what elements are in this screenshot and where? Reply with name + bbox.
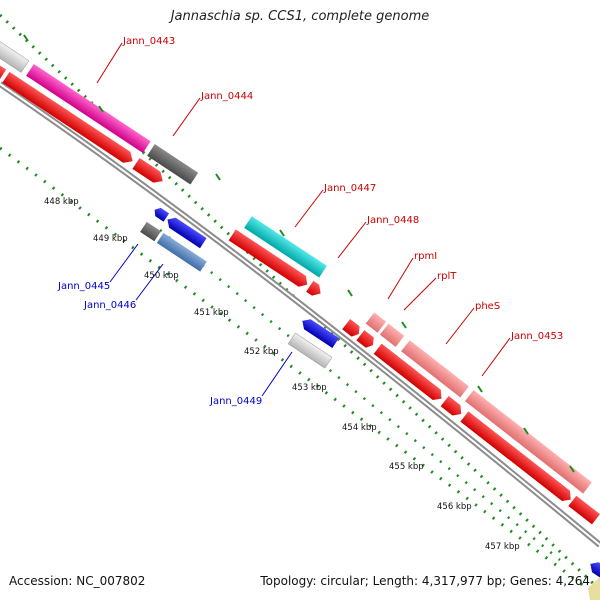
gene-label-jann-0443[interactable]: Jann_0443 [122,36,175,47]
cds-track-red-8[interactable] [440,395,466,419]
cds-track-red-6[interactable] [356,330,377,350]
cds-jann-0445[interactable] [140,221,161,242]
cds-track-red-10[interactable] [568,495,600,525]
outer-ticks [23,34,575,473]
cds-track-red-2[interactable] [2,71,136,167]
cds-forward-silver[interactable] [0,32,30,73]
cds-jann-0449[interactable] [287,332,333,369]
gene-label-jann-0444[interactable]: Jann_0444 [200,91,253,102]
cds-jann-0448[interactable] [228,229,311,291]
cds-track-red-3[interactable] [132,157,166,187]
cds-jann-0447[interactable] [244,216,327,278]
tick-label-455: 455 kbp [389,462,424,472]
gene-label-jann-0448[interactable]: Jann_0448 [366,215,419,226]
cds-blue-small[interactable] [152,206,170,222]
gc-content-track [159,229,561,561]
tick-labels: 448 kbp 449 kbp 450 kbp 451 kbp 452 kbp … [44,197,520,552]
cds-phes[interactable] [401,340,469,398]
cds-rpmi[interactable] [365,312,387,333]
genome-backbone [0,81,600,548]
gene-label-jann-0453[interactable]: Jann_0453 [510,331,563,342]
cds-jann-0443[interactable] [26,64,151,153]
tick-label-457: 457 kbp [485,542,520,552]
cds-blue-edge[interactable] [587,559,600,582]
cds-jann-0444[interactable] [147,144,199,185]
map-title: Jannaschia sp. CCS1, complete genome [170,9,430,24]
gene-label-jann-0445[interactable]: Jann_0445 [57,281,110,292]
gene-label-jann-0446[interactable]: Jann_0446 [83,300,136,311]
cds-track-red-7[interactable] [373,343,446,404]
genome-stats-text: Topology: circular; Length: 4,317,977 bp… [260,574,590,588]
gc-skew-track-inner [0,146,600,600]
gene-label-rpmi[interactable]: rpmI [414,251,437,262]
reverse-gene-labels: Jann_0445 Jann_0446 Jann_0449 [57,281,262,407]
cds-jann-0446-blue[interactable] [164,214,207,249]
gene-label-rplt[interactable]: rplT [437,271,457,282]
tick-label-451: 451 kbp [194,308,229,318]
accession-text: Accession: NC_007802 [9,574,146,588]
tick-label-456: 456 kbp [437,502,472,512]
cds-track-red-4[interactable] [306,280,324,299]
cds-jann-0446[interactable] [156,232,207,272]
gene-label-jann-0447[interactable]: Jann_0447 [323,183,376,194]
forward-leader-lines [96,42,511,377]
cds-rplt[interactable] [379,323,405,347]
tick-label-453: 453 kbp [292,383,327,393]
tick-label-454: 454 kbp [342,423,377,433]
cds-jann-0449-blue[interactable] [299,316,339,348]
gene-label-jann-0449[interactable]: Jann_0449 [209,396,262,407]
cds-jann-0453[interactable] [464,390,592,494]
cds-track-red-5[interactable] [342,319,363,339]
cds-track-red-9[interactable] [460,411,574,504]
tick-label-448: 448 kbp [44,197,79,207]
cds-khaki-edge[interactable] [588,577,600,600]
tick-label-452: 452 kbp [244,347,279,357]
forward-gene-labels: Jann_0443 Jann_0444 Jann_0447 Jann_0448 … [122,36,563,342]
gene-label-phes[interactable]: pheS [475,301,500,312]
tick-label-449: 449 kbp [93,234,128,244]
tick-label-450: 450 kbp [144,271,179,281]
reverse-leader-lines [109,243,293,397]
